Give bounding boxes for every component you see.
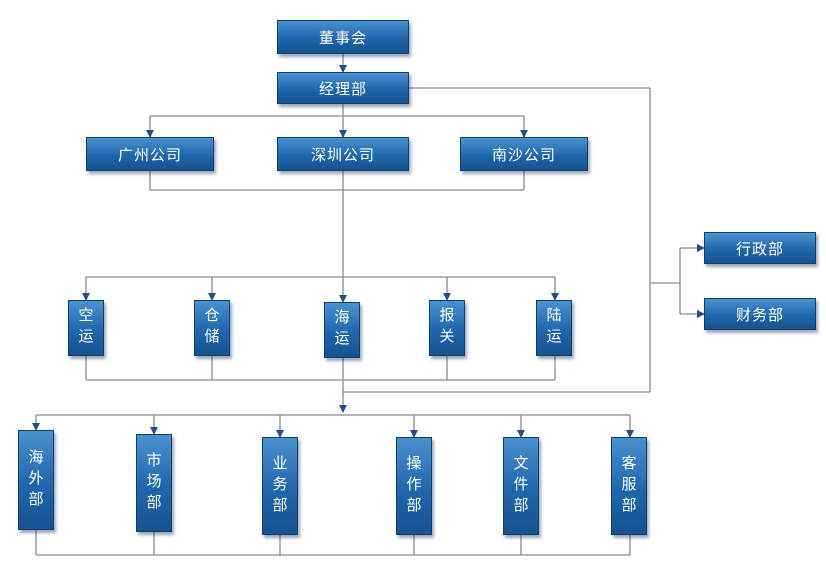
node-company-label: 广州公司: [117, 145, 182, 164]
node-finance-label: 财务部: [735, 305, 784, 324]
node-board: 董事会: [277, 20, 409, 54]
node-dept-business: 业务部: [262, 437, 298, 535]
node-company-label: 深圳公司: [310, 145, 375, 164]
node-service-label: 仓储: [202, 307, 221, 349]
node-dept-market: 市场部: [136, 434, 172, 532]
node-service-customs: 报关: [429, 300, 465, 356]
node-dept-overseas: 海外部: [18, 430, 54, 530]
node-dept-label: 客服部: [619, 454, 638, 518]
node-company-label: 南沙公司: [491, 145, 556, 164]
node-finance: 财务部: [704, 298, 816, 330]
node-company-guangzhou: 广州公司: [86, 137, 214, 171]
node-service-label: 陆运: [544, 307, 563, 349]
node-company-shenzhen: 深圳公司: [277, 137, 409, 171]
node-admin-label: 行政部: [735, 239, 784, 258]
node-service-label: 海运: [332, 309, 351, 351]
node-dept-service: 客服部: [611, 437, 647, 535]
node-service-warehouse: 仓储: [194, 300, 230, 356]
node-dept-documents: 文件部: [503, 437, 539, 535]
node-service-sea: 海运: [324, 302, 360, 358]
node-dept-label: 操作部: [404, 454, 423, 518]
node-manager-label: 经理部: [318, 79, 367, 98]
node-company-nansha: 南沙公司: [460, 137, 588, 171]
node-service-label: 空运: [76, 307, 95, 349]
node-admin: 行政部: [704, 232, 816, 264]
node-dept-label: 文件部: [511, 454, 530, 518]
node-manager: 经理部: [277, 72, 409, 104]
node-dept-label: 市场部: [144, 451, 163, 515]
node-dept-label: 海外部: [26, 448, 45, 512]
node-dept-operations: 操作部: [396, 437, 432, 535]
node-service-air: 空运: [68, 300, 104, 356]
node-dept-label: 业务部: [270, 454, 289, 518]
node-service-label: 报关: [437, 307, 456, 349]
node-board-label: 董事会: [318, 28, 367, 47]
node-service-land: 陆运: [536, 300, 572, 356]
